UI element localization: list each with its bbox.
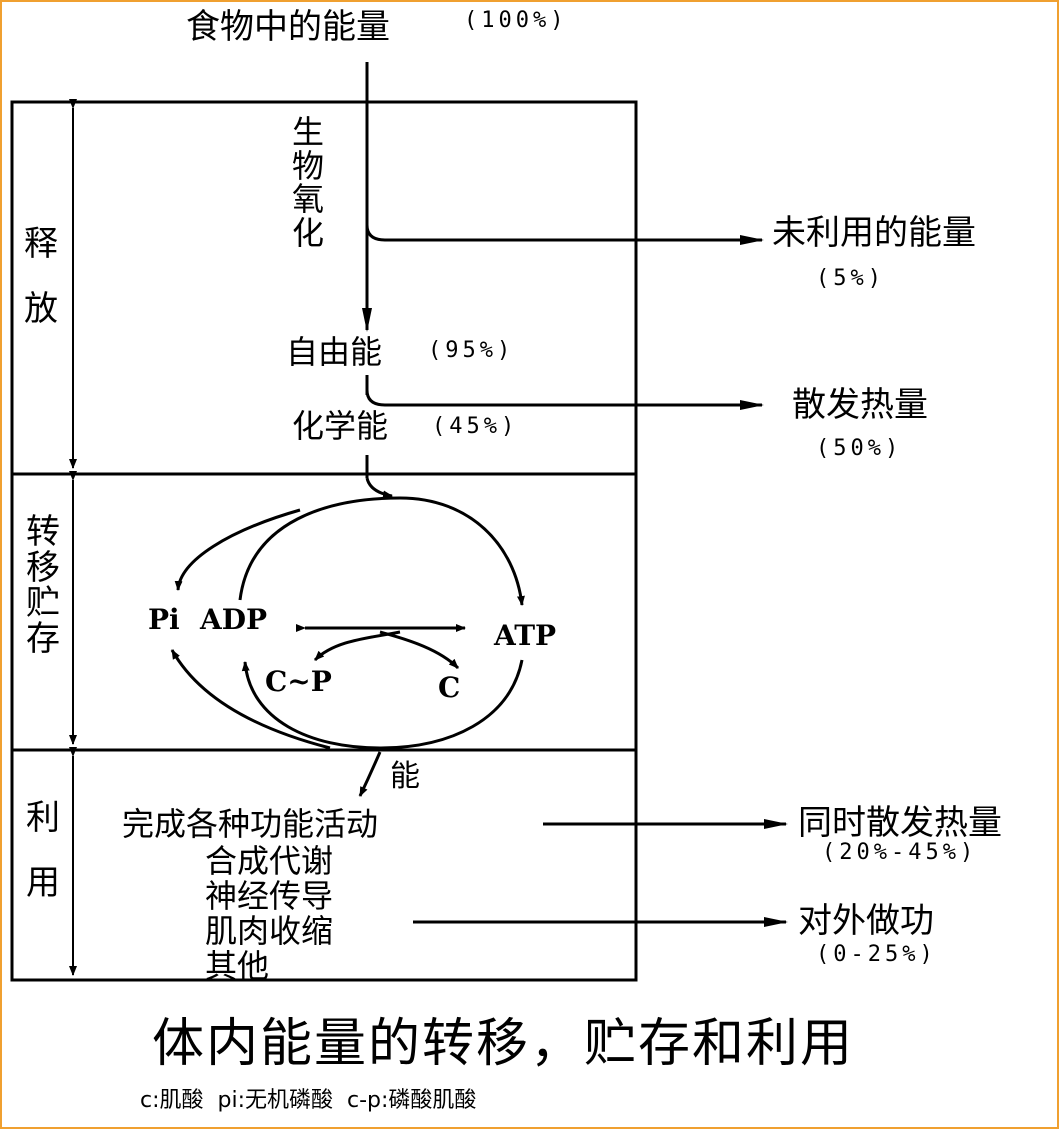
simultaneous-heat-pct: (20%-45%): [822, 840, 978, 865]
section-char: 用: [26, 862, 60, 903]
section-use-label: 利 用: [26, 786, 60, 915]
diagram-caption: 体内能量的转移，贮存和利用: [152, 1014, 855, 1074]
section-char: 释: [24, 224, 58, 264]
section-char: 转: [26, 512, 60, 552]
section-release-label: 释 放: [24, 212, 58, 341]
atp-label: ATP: [494, 619, 557, 652]
free-energy-pct: (95%): [428, 338, 515, 363]
creatine-phosphate-label: C~P: [265, 665, 332, 698]
food-energy-pct: (100%): [464, 8, 568, 33]
energy-label: 能: [390, 759, 420, 794]
section-char: 贮: [26, 583, 60, 624]
atp-cycle: [170, 496, 525, 797]
energy-flow-arrows: [362, 62, 788, 927]
abbreviation-legend: c:肌酸 pi:无机磷酸 c-p:磷酸肌酸: [140, 1088, 477, 1113]
external-work-label: 对外做功: [798, 901, 934, 941]
adp-label: ADP: [200, 603, 268, 636]
activity-item: 肌肉收缩: [205, 912, 334, 950]
main-box: [10, 100, 638, 982]
biological-oxidation-label: 生 物 氧 化: [292, 113, 325, 252]
unused-energy-pct: (5%): [816, 266, 885, 291]
heat-label: 散发热量: [792, 385, 928, 425]
section-char: 存: [26, 619, 60, 660]
oxidation-char: 氧: [292, 180, 325, 219]
activity-item: 神经传导: [205, 877, 334, 915]
oxidation-char: 物: [292, 146, 325, 185]
creatine-label: C: [438, 671, 461, 704]
pi-label: Pi: [148, 603, 180, 636]
section-char: 放: [24, 288, 58, 329]
external-work-pct: (0-25%): [816, 942, 937, 967]
unused-energy-label: 未利用的能量: [772, 213, 976, 253]
section-char: 利: [26, 798, 60, 838]
free-energy-label: 自由能: [286, 333, 383, 371]
activity-item: 合成代谢: [205, 842, 334, 880]
chemical-energy-pct: (45%): [432, 414, 519, 439]
oxidation-char: 化: [292, 213, 325, 252]
oxidation-char: 生: [292, 113, 325, 151]
section-transfer-label: 转 移 贮 存: [26, 512, 60, 660]
activity-item: 其他: [205, 947, 270, 985]
heat-pct: (50%): [816, 436, 903, 461]
food-energy-label: 食物中的能量: [186, 7, 390, 47]
chemical-energy-label: 化学能: [292, 407, 389, 445]
simultaneous-heat-label: 同时散发热量: [798, 803, 1002, 843]
activities-title: 完成各种功能活动: [122, 805, 379, 843]
section-char: 移: [26, 547, 60, 588]
